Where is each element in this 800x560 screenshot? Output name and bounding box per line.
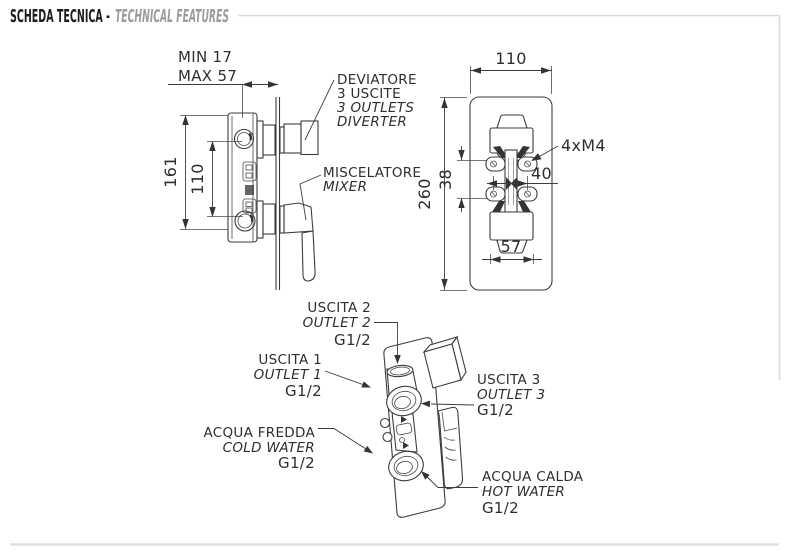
hot-en: HOT WATER [482,484,565,500]
page-title-en: TECHNICAL FEATURES [115,6,229,27]
hot-it: ACQUA CALDA [482,469,584,485]
valve-body-side [227,112,319,282]
outlet2-en: OUTLET 2 [303,315,371,331]
diverter-knob-iso [422,335,467,389]
dim-knob-width: 57 [501,237,522,256]
dim-height-total: 161 [161,156,180,187]
cold-water-leader [318,428,370,452]
dim-plate-height: 260 [415,178,434,209]
screws-label: 4xM4 [561,136,606,155]
dim-centers-distance: 110 [188,163,207,194]
mixer-handle-iso [437,406,464,490]
mixer-label-it: MISCELATORE [323,165,421,181]
outlet1-en: OUTLET 1 [254,367,322,383]
mixer-knob-front [489,211,534,241]
iso-view-drawing: USCITA 2 OUTLET 2 G1/2 USCITA 1 OUTLET 1… [203,300,584,518]
valve-assembly-front [485,114,538,254]
side-view-drawing: MIN 17 MAX 57 161 110 [161,48,421,290]
outlet3-it: USCITA 3 [477,372,541,388]
outlet2-thread: G1/2 [334,331,371,349]
outlet2-label: USCITA 2 OUTLET 2 G1/2 [303,300,371,349]
brand-mark [245,185,254,195]
dim-depth-max: MAX 57 [178,67,237,85]
outlet3-en: OUTLET 3 [477,387,545,403]
outlet3-label: USCITA 3 OUTLET 3 G1/2 [477,372,545,419]
front-view-drawing: 110 260 [415,49,606,291]
diverter-label: DEVIATORE 3 USCITE 3 OUTLETS DIVERTER [337,72,417,130]
mounting-plate-front [469,96,553,291]
cold-it: ACQUA FREDDA [203,425,315,441]
cold-thread: G1/2 [278,454,315,472]
dim-tab-gap: 38 [436,169,455,190]
outlet2-leader [374,322,398,360]
outlet2-it: USCITA 2 [307,300,371,316]
mixer-leader [299,174,322,221]
outlet1-it: USCITA 1 [258,352,322,368]
hot-thread: G1/2 [482,499,519,517]
hot-water-label: ACQUA CALDA HOT WATER G1/2 [482,469,584,517]
mixer-label-en: MIXER [323,179,367,195]
dim-depth-min: MIN 17 [178,48,232,66]
outlet3-thread: G1/2 [477,401,514,419]
dim-screw-span: 40 [531,164,552,183]
outlet1-label: USCITA 1 OUTLET 1 G1/2 [254,352,322,400]
diverter-label-it2: 3 USCITE [337,86,401,102]
diverter-leader [304,79,335,141]
outlet3-leader [430,403,475,406]
diverter-knob-side [283,123,302,154]
page-title: SCHEDA TECNICA - [10,6,110,27]
screw-hole [524,160,531,168]
valve-body-iso [379,364,424,482]
mixer-handle-side [283,202,314,234]
cold-water-label: ACQUA FREDDA COLD WATER G1/2 [203,425,315,472]
diverter-label-it1: DEVIATORE [337,72,417,88]
outlet1-thread: G1/2 [285,382,322,400]
diverter-label-en1: 3 OUTLETS [337,100,414,116]
hot-water-leader [423,473,478,488]
outlet1-leader [324,370,368,387]
diverter-label-en2: DIVERTER [337,114,407,130]
dim-plate-width: 110 [495,49,526,68]
mixer-label: MISCELATORE MIXER [323,165,421,195]
outlet2-port [386,364,414,378]
page-header: SCHEDA TECNICA - TECHNICAL FEATURES [10,6,781,546]
cold-en: COLD WATER [223,440,315,456]
